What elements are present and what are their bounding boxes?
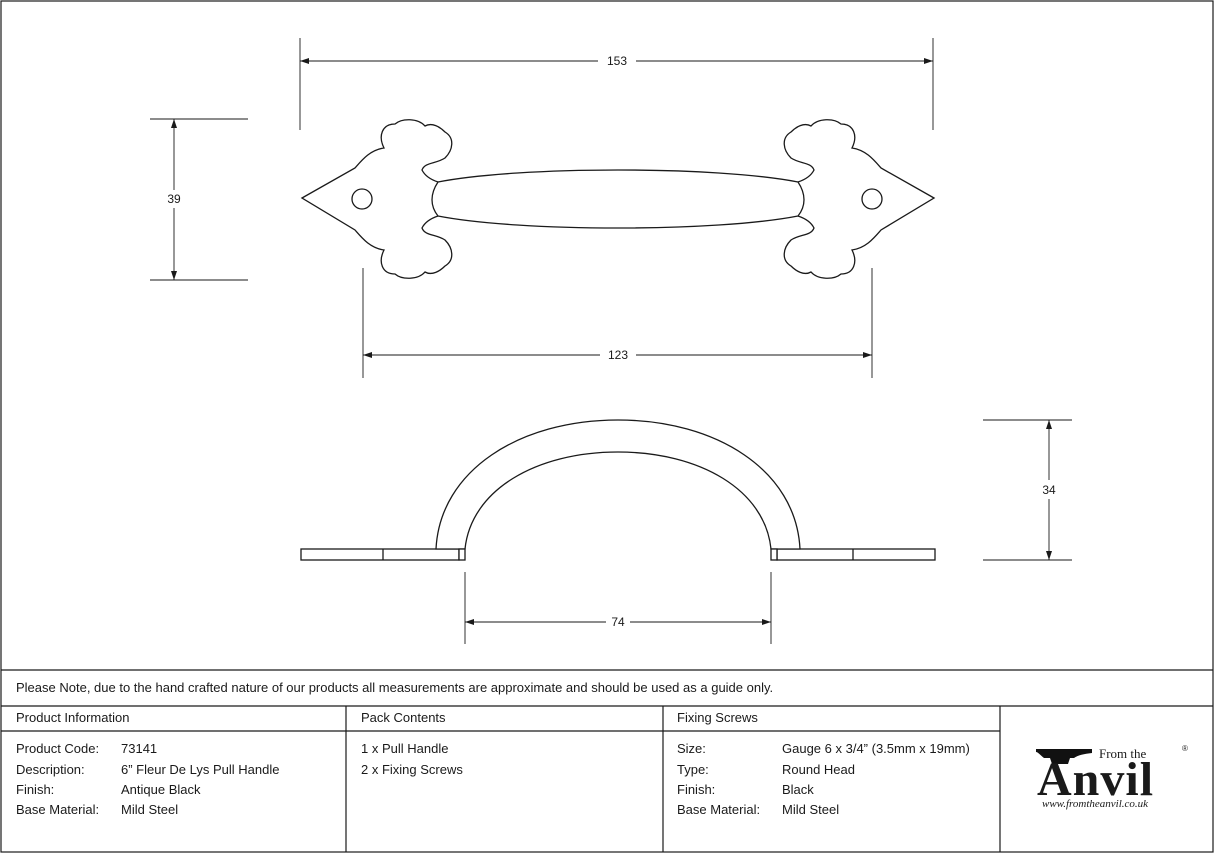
handle-side-view (300, 419, 936, 561)
handle-top-view (300, 119, 936, 279)
description-label: Description: (16, 762, 85, 777)
finish-value: Antique Black (121, 782, 201, 797)
pack-contents-heading: Pack Contents (361, 710, 446, 725)
measurement-note: Please Note, due to the hand crafted nat… (16, 680, 774, 695)
product-code-value: 73141 (121, 741, 158, 756)
description-value: 6” Fleur De Lys Pull Handle (121, 762, 280, 777)
screw-finish-value: Black (782, 782, 814, 797)
base-material-label: Base Material: (16, 802, 100, 817)
product-code-label: Product Code: (16, 741, 100, 756)
pack-item: 1 x Pull Handle (361, 741, 449, 756)
dim-side-height: 34 (1042, 483, 1056, 497)
screw-type-label: Type: (677, 762, 709, 777)
screw-size-value: Gauge 6 x 3/4” (3.5mm x 19mm) (782, 741, 970, 756)
screw-finish-label: Finish: (677, 782, 716, 797)
anvil-icon (1036, 749, 1092, 764)
screw-type-value: Round Head (782, 762, 855, 777)
logo-registered-mark: ® (1182, 744, 1188, 753)
screw-size-label: Size: (677, 741, 706, 756)
from-the-anvil-logo: From the ® Anvil www.fromtheanvil.co.uk (1030, 742, 1190, 817)
logo-brand: Anvil (1037, 753, 1155, 806)
screw-material-value: Mild Steel (782, 802, 840, 817)
pack-item: 2 x Fixing Screws (361, 762, 463, 777)
dim-height: 39 (167, 192, 181, 206)
dim-hole-centres: 123 (608, 348, 628, 362)
logo-url: www.fromtheanvil.co.uk (1042, 798, 1149, 810)
fixing-screws-heading: Fixing Screws (677, 710, 758, 725)
dim-top-width: 153 (607, 54, 627, 68)
base-material-value: Mild Steel (121, 802, 179, 817)
logo-from-the: From the (1099, 746, 1147, 761)
dimension-lines (150, 38, 1072, 644)
finish-label: Finish: (16, 782, 55, 797)
dim-inner-span: 74 (611, 615, 625, 629)
product-information-heading: Product Information (16, 710, 130, 725)
screw-material-label: Base Material: (677, 802, 761, 817)
